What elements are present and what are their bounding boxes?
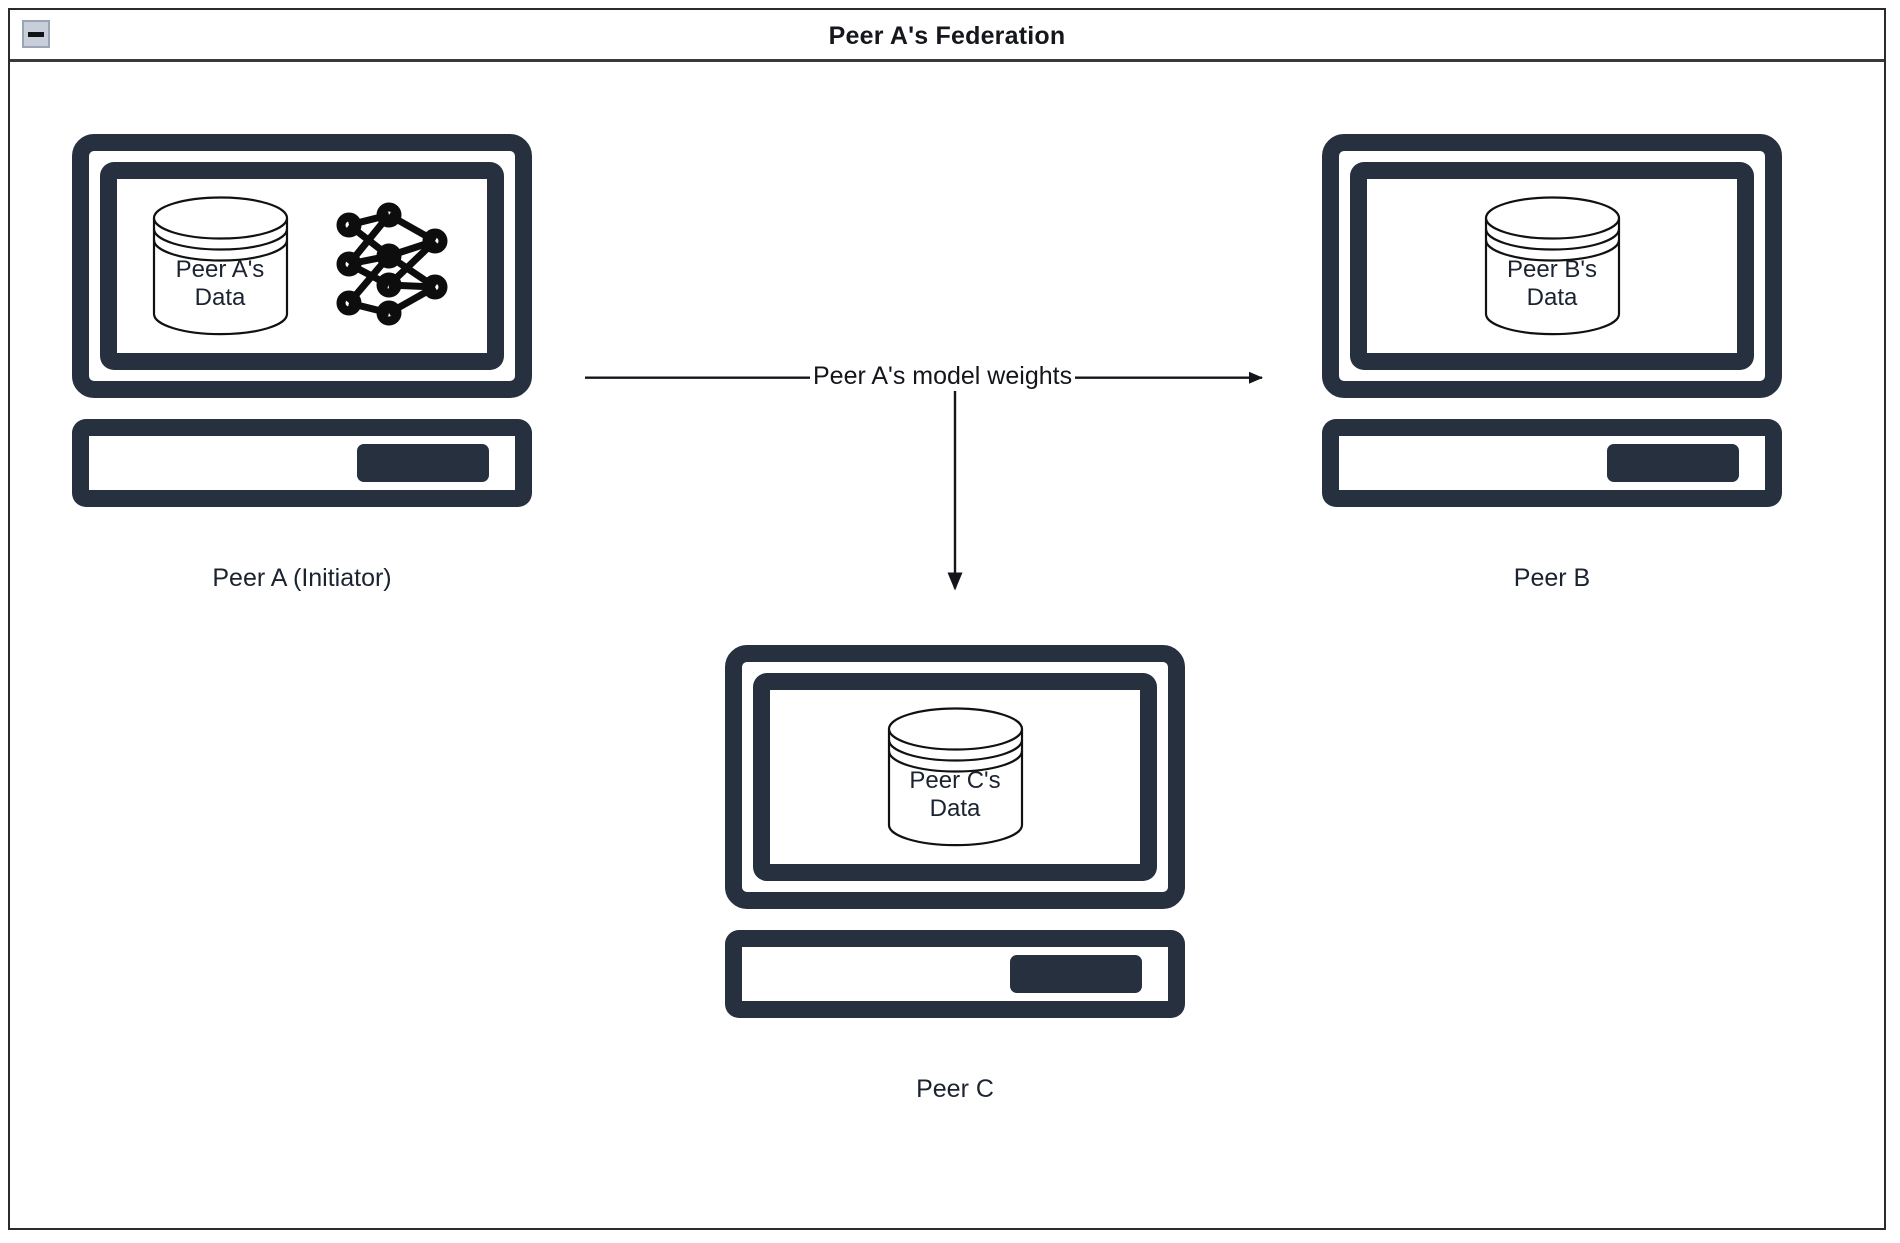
monitor-inner-frame: Peer A's Data <box>100 162 504 370</box>
base-chip <box>357 444 489 482</box>
base-chip <box>1010 955 1142 993</box>
node-label-peer-c: Peer C <box>916 1075 994 1103</box>
monitor-outer-frame: Peer B's Data <box>1322 134 1782 398</box>
database-glyph <box>1484 196 1620 336</box>
database-glyph <box>152 196 288 336</box>
screen-peer-b: Peer B's Data <box>1367 179 1737 353</box>
database-icon-peer-b: Peer B's Data <box>1480 196 1625 336</box>
edge-label-model-weights: Peer A's model weights <box>810 362 1076 391</box>
database-glyph <box>887 707 1023 847</box>
monitor-peer-c: Peer C's Data <box>725 645 1185 1018</box>
screen-peer-a: Peer A's Data <box>117 179 487 353</box>
monitor-peer-b: Peer B's Data <box>1322 134 1782 507</box>
base-chip <box>1607 444 1739 482</box>
minimize-glyph <box>28 31 44 37</box>
node-label-peer-b: Peer B <box>1513 564 1591 592</box>
monitor-outer-frame: Peer A's Data <box>72 134 532 398</box>
node-peer-a[interactable]: Peer A's Data <box>72 134 532 592</box>
diagram-canvas: Peer A's model weights <box>10 62 1884 1228</box>
federation-window: Peer A's Federation Peer A's model w <box>8 8 1886 1230</box>
monitor-inner-frame: Peer B's Data <box>1350 162 1754 370</box>
monitor-base-peer-c <box>725 930 1185 1018</box>
page-title: Peer A's Federation <box>828 22 1066 50</box>
database-icon-peer-c: Peer C's Data <box>883 707 1028 847</box>
window-titlebar: Peer A's Federation <box>10 10 1884 62</box>
monitor-base-peer-b <box>1322 419 1782 507</box>
node-peer-c[interactable]: Peer C's Data Peer C <box>725 645 1185 1103</box>
node-label-peer-a: Peer A (Initiator) <box>212 564 392 592</box>
database-icon-peer-a: Peer A's Data <box>148 196 293 336</box>
neural-network-glyph <box>336 202 447 325</box>
monitor-inner-frame: Peer C's Data <box>753 673 1157 881</box>
monitor-base-peer-a <box>72 419 532 507</box>
minimize-icon[interactable] <box>22 20 50 48</box>
monitor-outer-frame: Peer C's Data <box>725 645 1185 909</box>
neural-network-icon <box>327 201 457 332</box>
node-peer-b[interactable]: Peer B's Data Peer B <box>1322 134 1782 592</box>
monitor-peer-a: Peer A's Data <box>72 134 532 507</box>
screen-peer-c: Peer C's Data <box>770 690 1140 864</box>
